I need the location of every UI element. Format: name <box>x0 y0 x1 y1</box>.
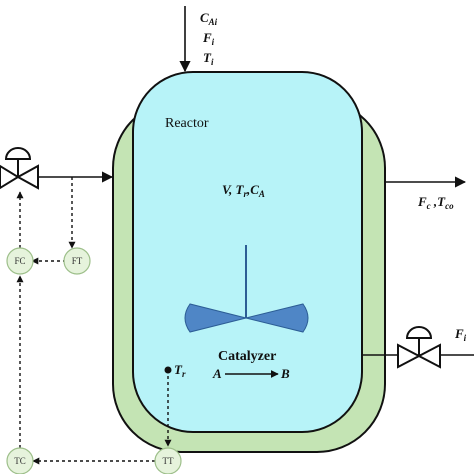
flow-transmitter: FT <box>63 247 91 275</box>
impeller-blade-left <box>184 303 247 333</box>
feed-label-flow: Fi <box>202 30 215 47</box>
coolant-inlet-label: Fi <box>454 326 467 343</box>
reactor-label: Reactor <box>165 116 209 131</box>
svg-text:TC: TC <box>14 456 26 466</box>
reactor-state-label: V, Tr,CA <box>222 182 265 199</box>
svg-text:FT: FT <box>72 256 83 266</box>
svg-text:FC: FC <box>14 256 25 266</box>
feed-label-temperature: Ti <box>203 50 214 67</box>
reaction-product: B <box>280 366 290 381</box>
svg-text:TT: TT <box>163 456 174 466</box>
coolant-control-valve-icon <box>397 326 441 369</box>
temperature-sensor-label: Tr <box>174 362 186 379</box>
impeller-blade-right <box>245 303 309 333</box>
temperature-transmitter: TT <box>154 447 182 474</box>
feed-control-valve-icon <box>0 147 39 190</box>
reactor-vessel <box>132 71 363 433</box>
feed-label-concentration: CAi <box>200 10 218 27</box>
outlet-label: Fc ,Tco <box>417 194 454 211</box>
catalyzer-label: Catalyzer <box>218 349 276 364</box>
flow-controller: FC <box>6 247 34 275</box>
reaction-reactant: A <box>212 366 222 381</box>
temperature-controller: TC <box>6 447 34 474</box>
